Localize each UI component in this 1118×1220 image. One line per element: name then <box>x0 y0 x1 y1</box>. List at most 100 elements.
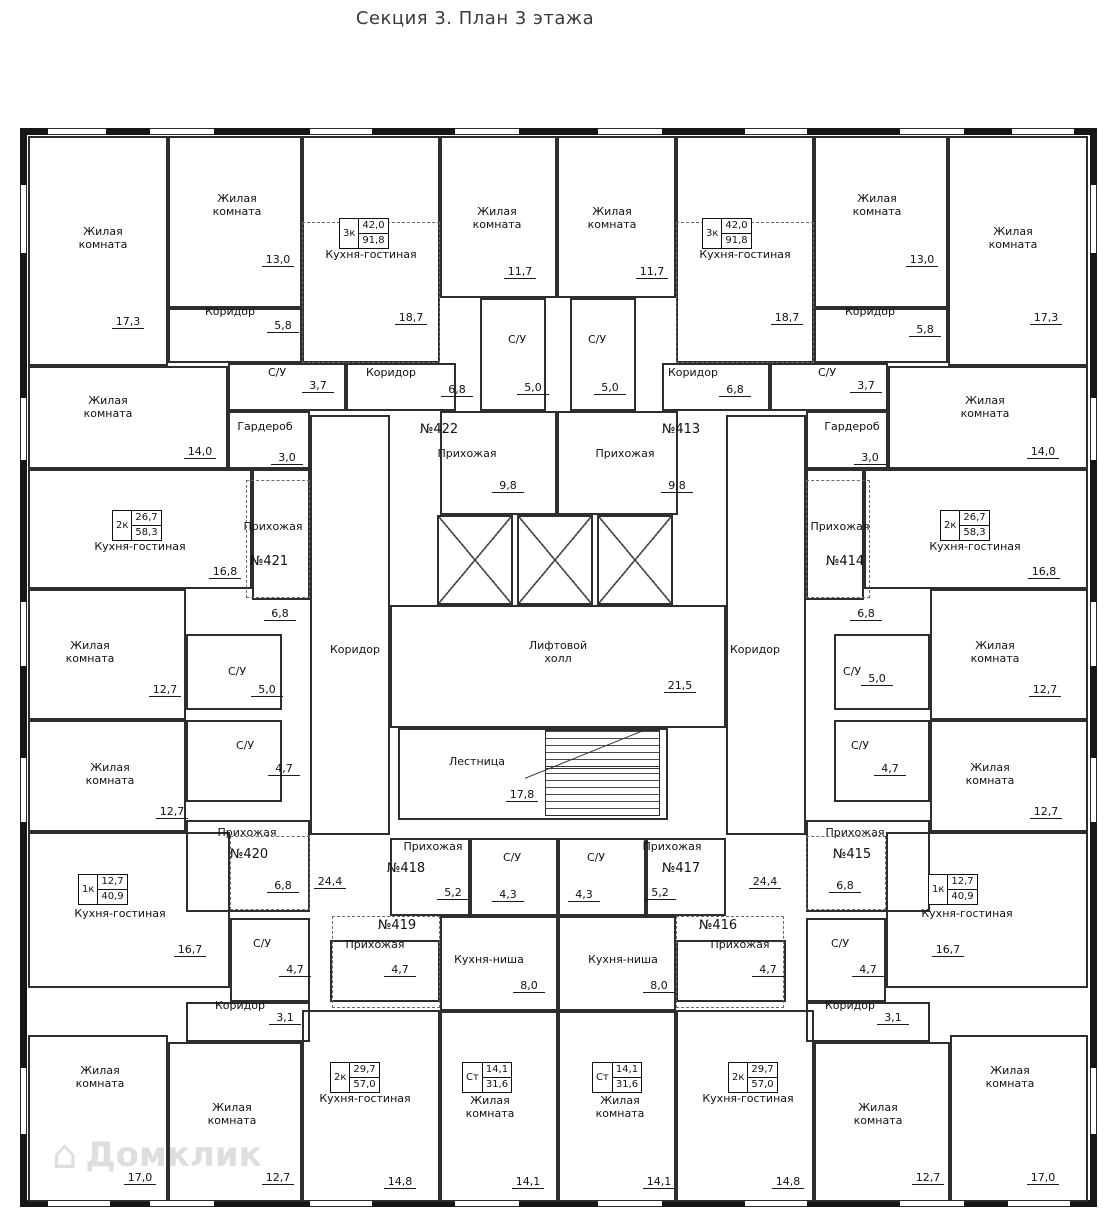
room-area-value: 16,7 <box>932 943 964 957</box>
room-outline <box>948 136 1088 366</box>
room-label: Прихожая <box>345 938 405 951</box>
room-area-value: 5,0 <box>517 381 549 395</box>
window-icon <box>900 1200 964 1207</box>
room-area-value: 4,3 <box>568 888 600 902</box>
apartment-type: Ст <box>463 1063 483 1092</box>
room-outline <box>864 469 1088 589</box>
room-label: Жилая комната <box>78 225 128 251</box>
room-label: Прихожая <box>825 826 885 839</box>
room-outline <box>950 1035 1088 1202</box>
window-icon <box>150 128 214 135</box>
room-area-value: 9,8 <box>661 479 693 493</box>
room-outline <box>834 720 930 802</box>
room-area-value: 4,7 <box>384 963 416 977</box>
room-label: Кухня-гостиная <box>702 1092 794 1105</box>
window-icon <box>598 1200 662 1207</box>
room-label: Жилая комната <box>595 1094 645 1120</box>
room-area-value: 24,4 <box>749 875 781 889</box>
room-label: Жилая комната <box>988 225 1038 251</box>
room-area-value: 12,7 <box>262 1171 294 1185</box>
room-label: Жилая комната <box>65 639 115 665</box>
room-area-value: 9,8 <box>492 479 524 493</box>
room-outline <box>930 720 1088 832</box>
room-area-value: 17,3 <box>1030 311 1062 325</box>
room-area-value: 12,7 <box>156 805 188 819</box>
apartment-number: №417 <box>661 861 701 876</box>
apartment-type: 1к <box>929 875 949 904</box>
window-icon <box>745 1200 807 1207</box>
apartment-type: 2к <box>729 1063 749 1092</box>
room-outline <box>390 838 470 916</box>
room-outline <box>440 136 557 298</box>
room-area-value: 6,8 <box>719 383 751 397</box>
room-outline <box>28 720 186 832</box>
room-area-value: 11,7 <box>636 265 668 279</box>
room-label: Гардероб <box>237 420 293 433</box>
room-label: С/У <box>830 937 850 950</box>
room-outline <box>814 308 948 363</box>
room-label: С/У <box>817 366 837 379</box>
room-area-value: 13,0 <box>262 253 294 267</box>
room-label: Лифтовой холл <box>528 639 588 665</box>
window-icon <box>48 1200 110 1207</box>
room-label: Жилая комната <box>465 1094 515 1120</box>
room-area-value: 8,0 <box>513 979 545 993</box>
room-label: С/У <box>850 739 870 752</box>
apartment-type: 2к <box>941 511 961 540</box>
room-area-value: 11,7 <box>504 265 536 279</box>
room-label: Жилая комната <box>75 1064 125 1090</box>
room-outline <box>228 411 310 469</box>
room-label: Коридор <box>730 643 780 656</box>
apartment-number: №413 <box>661 422 701 437</box>
room-area-value: 6,8 <box>267 879 299 893</box>
room-label: С/У <box>502 851 522 864</box>
room-label: Прихожая <box>710 938 770 951</box>
room-area-value: 3,1 <box>269 1011 301 1025</box>
room-outline <box>302 1010 440 1202</box>
apartment-type: Ст <box>593 1063 613 1092</box>
room-area-value: 5,2 <box>437 886 469 900</box>
room-area-value: 4,7 <box>752 963 784 977</box>
room-label: С/У <box>227 665 247 678</box>
apartment-number: №422 <box>419 422 459 437</box>
room-outline <box>28 469 252 589</box>
staircase <box>545 730 660 816</box>
room-label: Коридор <box>825 999 875 1012</box>
room-outline <box>168 136 302 308</box>
room-area-value: 6,8 <box>441 383 473 397</box>
room-outline <box>228 363 346 411</box>
window-icon <box>455 1200 519 1207</box>
kitchen-zone-dashed <box>676 916 784 1008</box>
room-outline <box>676 940 786 1002</box>
room-outline <box>930 589 1088 720</box>
elevator-shaft <box>517 515 593 605</box>
stair-landing-line <box>545 766 660 770</box>
room-label: Жилая комната <box>970 639 1020 665</box>
room-label: Прихожая <box>642 840 702 853</box>
room-area-value: 4,7 <box>852 963 884 977</box>
room-label: Коридор <box>330 643 380 656</box>
room-label: С/У <box>267 366 287 379</box>
window-icon <box>20 1068 27 1134</box>
room-area-value: 14,1 <box>512 1175 544 1189</box>
room-outline <box>230 918 310 1002</box>
room-label: Жилая комната <box>207 1101 257 1127</box>
room-outline <box>676 1010 814 1202</box>
room-area-value: 17,3 <box>112 315 144 329</box>
room-label: С/У <box>842 665 862 678</box>
